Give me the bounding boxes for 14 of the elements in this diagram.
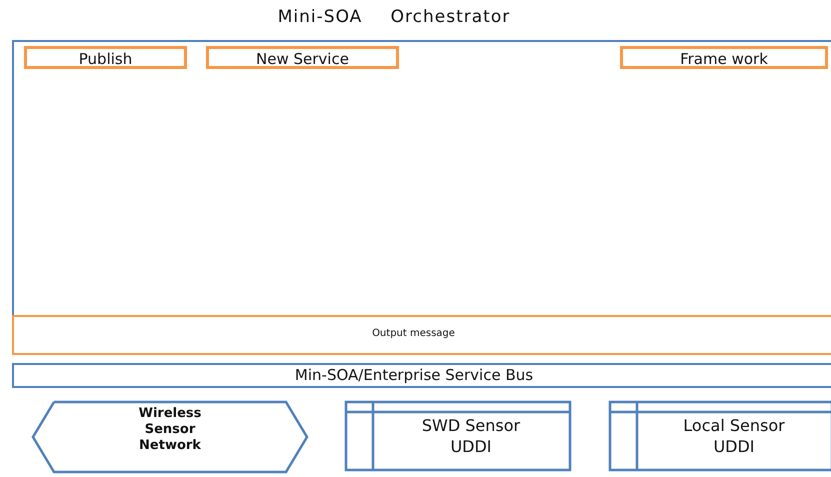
registry-label: Local Sensor UDDI (682, 415, 786, 457)
diagram-heading: Mini-SOA Orchestrator (276, 7, 512, 27)
module-box (24, 46, 187, 69)
module-label: New Service (255, 50, 350, 68)
network-label: Wireless Sensor Network (138, 406, 202, 454)
output-message-bar (12, 315, 831, 355)
output-label: Output message (371, 328, 456, 339)
module-box (206, 46, 399, 69)
service-bus-bar (12, 363, 831, 388)
registry-label: SWD Sensor UDDI (420, 415, 522, 457)
bus-label: Min-SOA/Enterprise Service Bus (294, 366, 534, 384)
module-label: Publish (78, 50, 134, 68)
module-label: Frame work (679, 50, 769, 68)
module-box (620, 46, 828, 69)
